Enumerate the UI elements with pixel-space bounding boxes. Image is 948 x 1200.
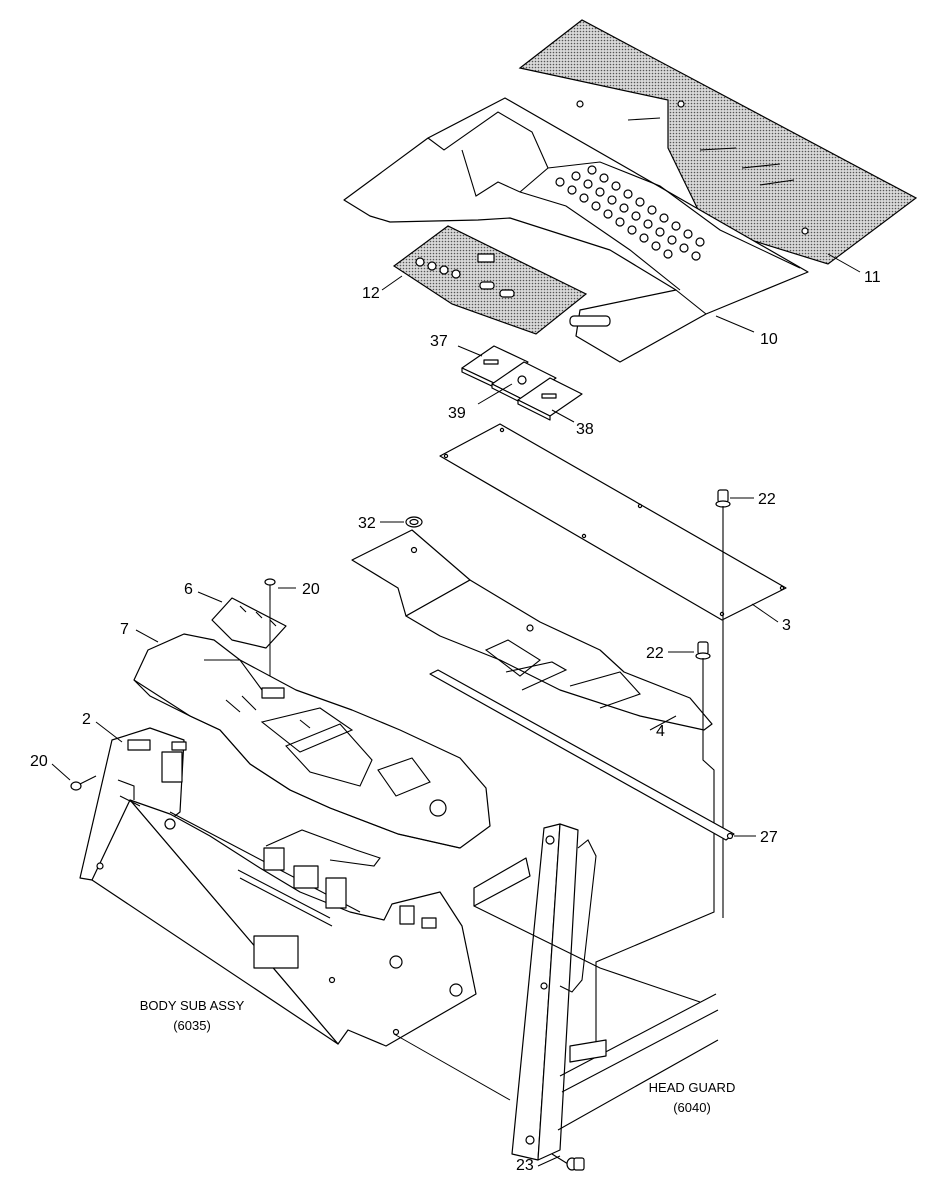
part-22-bolt-lower <box>695 641 711 672</box>
part-27-bar <box>429 669 735 841</box>
bent-rod <box>595 672 715 1044</box>
part-3-panel <box>439 423 787 621</box>
callout-20-left: 20 <box>30 753 48 770</box>
part-38-shim <box>517 377 583 421</box>
callout-39: 39 <box>448 405 466 422</box>
part-37-shim <box>461 345 529 389</box>
head-guard-label: HEAD GUARD <box>649 1080 736 1095</box>
assembly-captions: BODY SUB ASSY (6035) HEAD GUARD (6040) <box>140 998 736 1115</box>
part-20-screw-left <box>70 775 97 791</box>
callout-11: 11 <box>864 269 881 286</box>
callout-6: 6 <box>184 581 193 598</box>
part-12-small-mat <box>392 225 588 335</box>
callout-10: 10 <box>760 331 778 348</box>
callout-2: 2 <box>82 711 91 728</box>
callout-22-lower: 22 <box>646 645 664 662</box>
callout-23: 23 <box>516 1157 534 1174</box>
body-sub-assy-code: (6035) <box>173 1018 211 1033</box>
floor-plate-perforations <box>555 165 705 261</box>
part-6-cap <box>211 597 287 649</box>
part-11-floor-mat <box>518 19 918 265</box>
callout-12: 12 <box>362 285 380 302</box>
head-guard-frame <box>473 823 719 1161</box>
body-sub-assy-label: BODY SUB ASSY <box>140 998 245 1013</box>
part-23-bolt <box>551 1153 585 1171</box>
part-39-shim <box>491 361 557 405</box>
callout-7: 7 <box>120 621 129 638</box>
part-32-grommet <box>405 516 423 528</box>
callout-22-upper: 22 <box>758 491 776 508</box>
callout-labels: 11 12 10 37 39 38 22 32 6 20 7 3 22 2 20… <box>30 269 881 1174</box>
head-guard-code: (6040) <box>673 1100 711 1115</box>
part-4-cowl <box>351 529 713 731</box>
callout-38: 38 <box>576 421 594 438</box>
callout-27: 27 <box>760 829 778 846</box>
part-22-bolt-upper <box>715 489 731 520</box>
part-10-floor-plate <box>343 97 809 363</box>
callout-20-upper: 20 <box>302 581 320 598</box>
callout-32: 32 <box>358 515 376 532</box>
part-2-body-panel <box>79 727 477 1047</box>
callout-37: 37 <box>430 333 448 350</box>
part-7-dashboard <box>133 633 491 849</box>
callout-3: 3 <box>782 617 791 634</box>
callout-4: 4 <box>656 723 665 740</box>
leader-lines <box>51 253 861 1167</box>
